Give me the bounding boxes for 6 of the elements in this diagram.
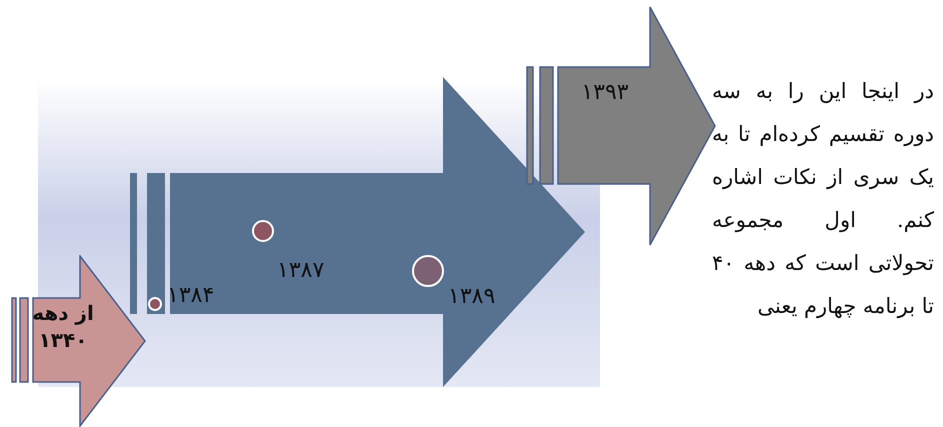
arrow-label: ۱۳۹۳	[580, 79, 630, 107]
paragraph: در اینجا این را به سه دوره تقسیم کرده‌ام تا به یک سری از نکات اشاره کنم. اول مجموعه تحولاتی است که دهه ۴۰ تا برنامه چهارم یعنی	[712, 78, 934, 320]
year-label: ۱۳۸۷	[277, 258, 324, 283]
arrow-label: از دهه ۱۳۴۰	[31, 300, 95, 354]
year-label: ۱۳۸۹	[448, 284, 496, 309]
year-label: ۱۳۸۴	[167, 283, 214, 308]
